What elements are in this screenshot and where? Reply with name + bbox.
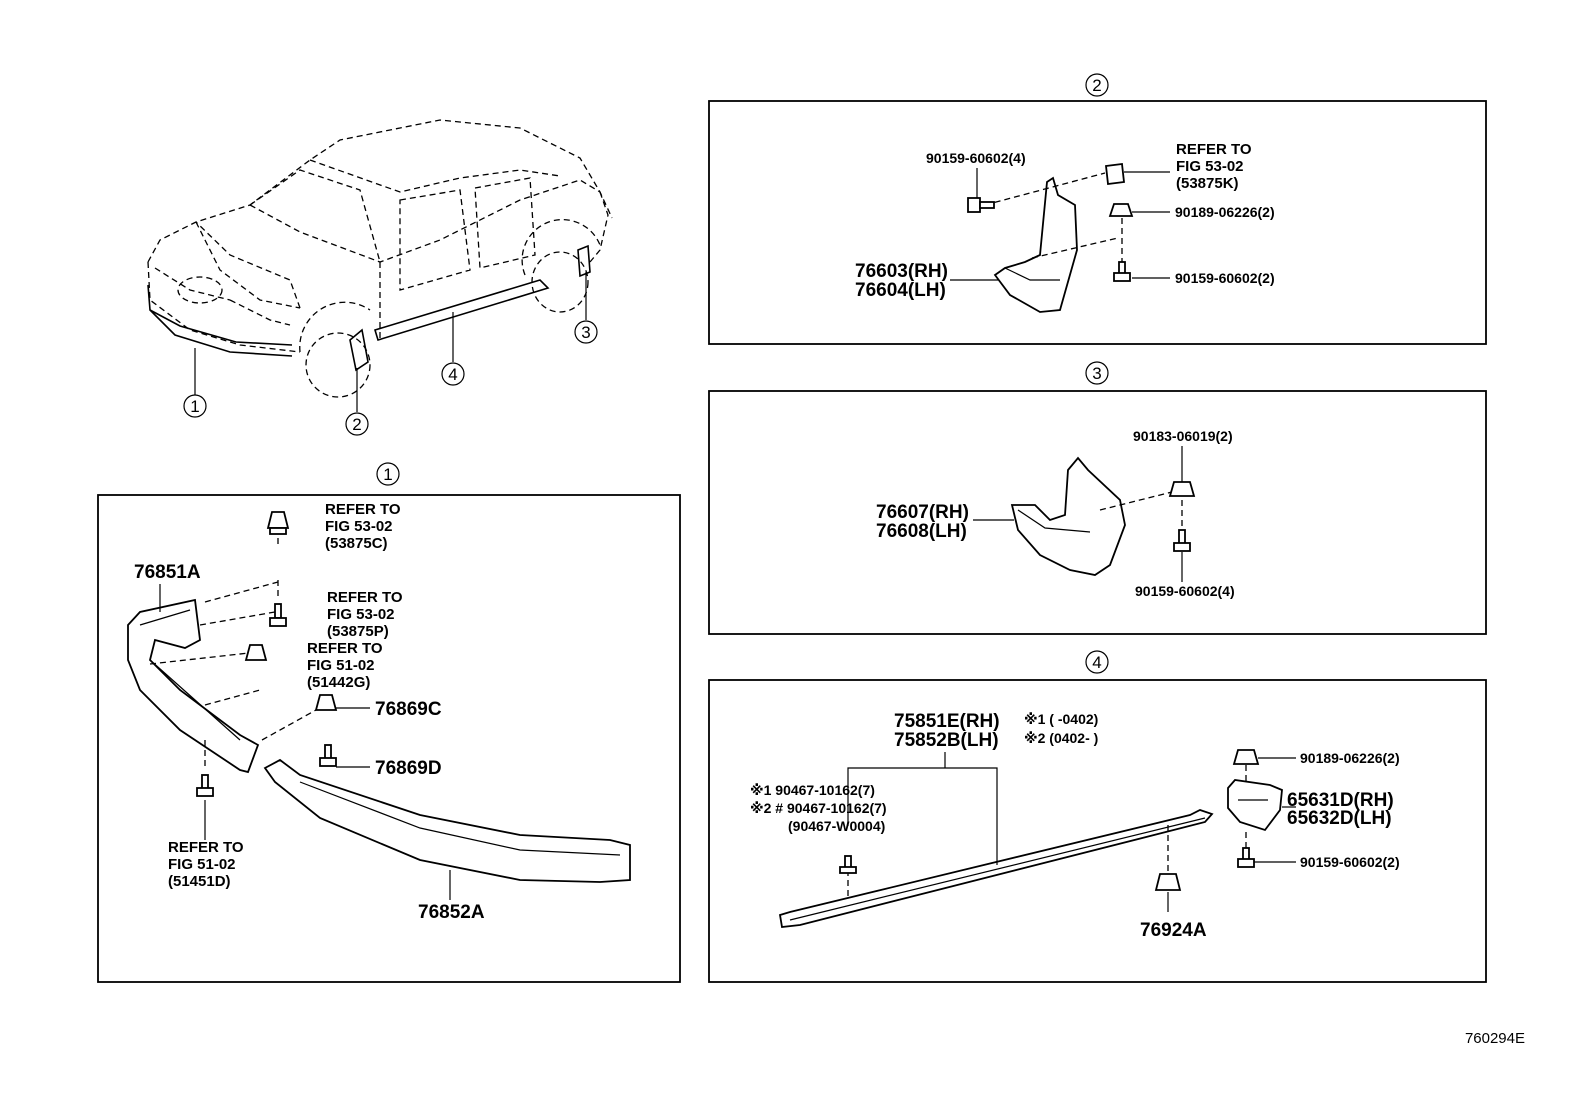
panel-1-label: 1: [383, 465, 392, 484]
part-76604-lh: 76604(LH): [855, 280, 946, 301]
part-65631d-rh: 65631D(RH): [1287, 790, 1394, 811]
screw-icon: [319, 744, 337, 767]
figure-code: 760294E: [1465, 1030, 1525, 1047]
part-76603-rh: 76603(RH): [855, 261, 948, 282]
ref-1-line3: (53875C): [325, 535, 388, 552]
part-90159-60602-2: 90159-60602(2): [1175, 270, 1275, 286]
screw-icon: [1113, 261, 1131, 282]
mudguard-76603: [993, 176, 1078, 313]
clip-icon: [314, 694, 338, 711]
callout-3-circle: [574, 320, 598, 344]
part-75851e-rh: 75851E(RH): [894, 711, 1000, 732]
callout-2-circle: [345, 412, 369, 436]
fastener-3: (90467-W0004): [788, 818, 885, 834]
ref-1-line1: REFER TO: [325, 501, 401, 518]
part-75852b-lh: 75852B(LH): [894, 730, 999, 751]
screw-icon: [269, 603, 287, 627]
part-90183-06019-2: 90183-06019(2): [1133, 428, 1233, 444]
ref-2-line2: FIG 53-02: [327, 606, 395, 623]
ref-5-line1: REFER TO: [1176, 141, 1252, 158]
nut-icon: [1108, 203, 1134, 217]
part-76608-lh: 76608(LH): [876, 521, 967, 542]
part-90159-60602-4: 90159-60602(4): [926, 150, 1026, 166]
screw-icon: [1237, 847, 1255, 868]
ref-5-line2: FIG 53-02: [1176, 158, 1244, 175]
car-overview: 1 2 4 3: [147, 119, 613, 436]
bracket-65631d: [1227, 779, 1283, 832]
part-90159-60602-4b: 90159-60602(4): [1135, 583, 1235, 599]
ref-2-line3: (53875P): [327, 623, 389, 640]
part-90189-06226-2: 90189-06226(2): [1175, 204, 1275, 220]
part-76869d: 76869D: [375, 758, 442, 779]
panel-3: 3 90183-06019(2) 76607(RH) 76608(LH) 901…: [708, 361, 1487, 635]
rocker-molding-75851e: [778, 809, 1214, 928]
ref-1-line2: FIG 53-02: [325, 518, 393, 535]
ref-4-line2: FIG 51-02: [168, 856, 236, 873]
fastener-2: ※2 # 90467-10162(7): [750, 800, 887, 816]
spoiler-76851a: [127, 598, 260, 774]
callout-4: 4: [448, 365, 457, 384]
nut-icon: [1168, 481, 1196, 497]
nut-icon: [1232, 749, 1260, 765]
screw-icon: [1173, 529, 1191, 552]
clip-icon: [266, 511, 290, 535]
screw-icon: [839, 855, 857, 874]
panel-4: 4 75851E(RH) 75852B(LH) ※1 ( -0402) ※2 (…: [708, 650, 1487, 983]
ref-3-line3: (51442G): [307, 674, 370, 691]
ref-2-line1: REFER TO: [327, 589, 403, 606]
clip-icon: [244, 644, 268, 661]
ref-4-line3: (51451D): [168, 873, 231, 890]
panel-1: 1 REFER TO FIG 53-02 (53875C): [97, 462, 681, 983]
part-90159-60602-2b: 90159-60602(2): [1300, 854, 1400, 870]
callout-4-circle: [441, 362, 465, 386]
clip-icon: [1105, 162, 1125, 186]
callout-1: 1: [190, 397, 199, 416]
screw-icon: [196, 774, 214, 797]
part-76607-rh: 76607(RH): [876, 502, 969, 523]
callout-3: 3: [581, 323, 590, 342]
part-90189-06226-2b: 90189-06226(2): [1300, 750, 1400, 766]
panel-4-label: 4: [1092, 653, 1101, 672]
callout-1-circle: [183, 394, 207, 418]
fastener-1: ※1 90467-10162(7): [750, 782, 875, 798]
panel-2-label: 2: [1092, 76, 1101, 95]
spoiler-76852a: [263, 758, 631, 883]
callout-2: 2: [352, 415, 361, 434]
ref-4-line1: REFER TO: [168, 839, 244, 856]
clip-icon: [1154, 873, 1182, 891]
note-2: ※2 (0402- ): [1024, 730, 1098, 746]
mudguard-76607: [1010, 456, 1126, 576]
part-76852a: 76852A: [418, 902, 485, 923]
part-76869c: 76869C: [375, 699, 442, 720]
ref-3-line1: REFER TO: [307, 640, 383, 657]
note-1: ※1 ( -0402): [1024, 711, 1098, 727]
screw-icon: [967, 197, 995, 213]
part-76924a: 76924A: [1140, 920, 1207, 941]
panel-3-label: 3: [1092, 364, 1101, 383]
part-65632d-lh: 65632D(LH): [1287, 808, 1392, 829]
panel-2: 2 90159-60602(4) REFER TO FIG 53-02 (538…: [708, 73, 1487, 345]
ref-5-line3: (53875K): [1176, 175, 1239, 192]
ref-3-line2: FIG 51-02: [307, 657, 375, 674]
part-76851a: 76851A: [134, 562, 201, 583]
